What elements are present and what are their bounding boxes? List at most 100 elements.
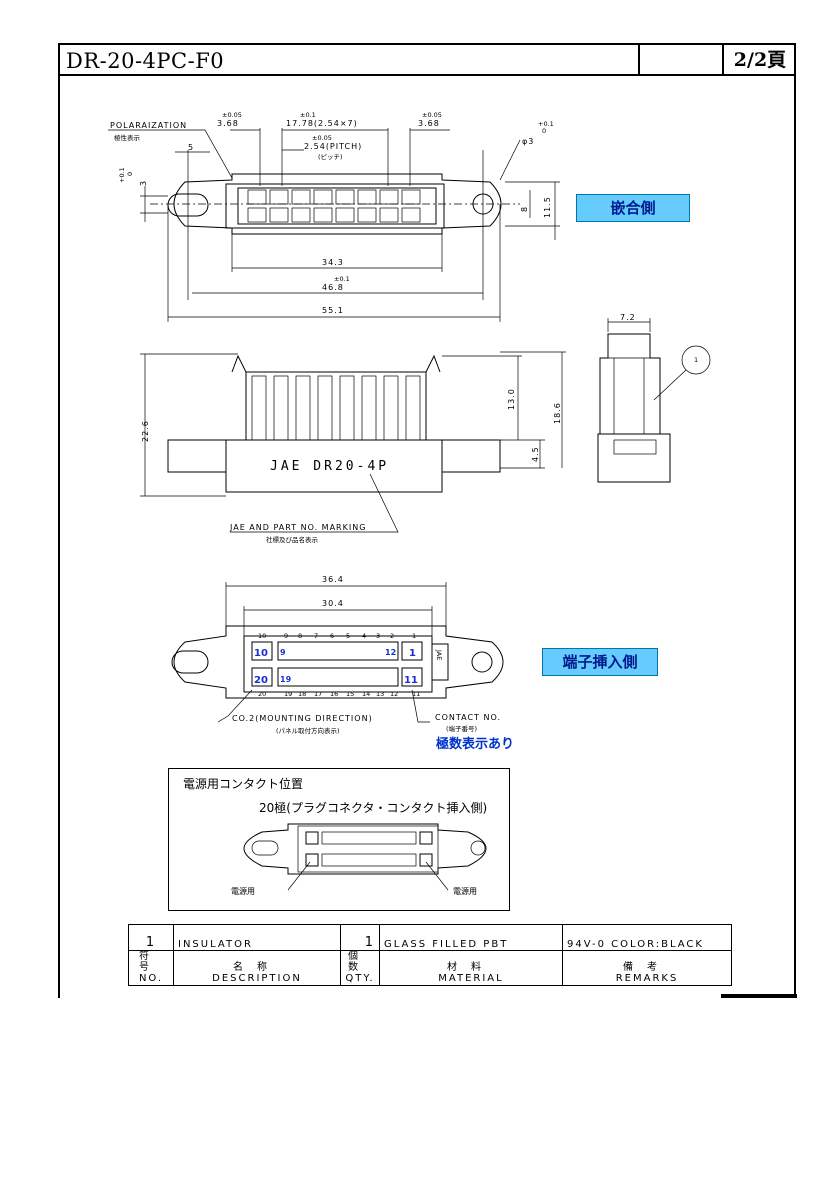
pin-1-label: 1 <box>409 648 416 659</box>
pin-number-label: 11 <box>412 690 420 698</box>
pin-number-label: 15 <box>346 690 354 698</box>
pin-number-label: 2 <box>390 632 394 640</box>
pin-number-label: 18 <box>298 690 306 698</box>
dim-551: 55.1 <box>322 306 344 315</box>
dim-115: 11.5 <box>543 196 552 218</box>
head-rem-jp: 備考 <box>623 962 671 973</box>
pin-number-label: 5 <box>346 632 350 640</box>
pin-20-label: 20 <box>254 675 268 686</box>
head-no-jp: 符号 <box>139 951 163 973</box>
pin-number-label: 19 <box>284 690 292 698</box>
dim-5: 5 <box>188 143 194 152</box>
inset-connector <box>243 823 487 891</box>
tol-plus: +0.1 <box>118 167 126 183</box>
dim-226: 22.6 <box>141 420 150 442</box>
bom-remarks: 94V-0 COLOR:BLACK <box>562 924 732 951</box>
bom-qty: 1 <box>340 924 380 951</box>
pin-number-label: 6 <box>330 632 334 640</box>
pin-number-label: 13 <box>376 690 384 698</box>
contact-no-jp: (端子番号) <box>446 724 477 733</box>
polarization-label: POLARAIZATION <box>110 121 187 130</box>
pin-19-label: 19 <box>280 675 292 684</box>
pin-9-label: 9 <box>280 648 286 657</box>
dim-72: 7.2 <box>620 313 636 322</box>
dim-368-right: 3.68 <box>418 119 440 128</box>
power-right-label: 電源用 <box>453 887 477 896</box>
page-number: 2/2頁 <box>722 45 796 74</box>
inset-subtitle: 20極(プラグコネクタ・コンタクト挿入側) <box>259 801 488 815</box>
jae-mark: JAE <box>435 649 443 660</box>
dim-186: 18.6 <box>553 402 562 424</box>
marking-note-jp: 社標及び品名表示 <box>266 535 319 544</box>
tol-zero: 0 <box>542 127 546 135</box>
callout-1: 1 <box>694 356 698 364</box>
head-mat-en: MATERIAL <box>438 973 504 984</box>
power-contact-inset: 電源用コンタクト位置 20極(プラグコネクタ・コンタクト挿入側) 電源用 電源用 <box>168 768 510 911</box>
pin-number-label: 16 <box>330 690 338 698</box>
pin-number-label: 20 <box>258 690 266 698</box>
dim-343: 34.3 <box>322 258 344 267</box>
pin-number-label: 10 <box>258 632 266 640</box>
dim-pitch-jp: (ピッチ) <box>318 153 343 161</box>
dim-364: 36.4 <box>322 575 344 584</box>
dim-368-left: 3.68 <box>217 119 239 128</box>
marking-note: JAE AND PART NO. MARKING <box>229 523 366 532</box>
pin-number-label: 1 <box>412 632 416 640</box>
power-left-label: 電源用 <box>231 887 255 896</box>
tol-label: ±0.1 <box>300 111 316 119</box>
top-view-contacts <box>247 189 421 223</box>
dim-130: 13.0 <box>507 388 516 410</box>
head-desc-en: DESCRIPTION <box>212 973 302 984</box>
tol-label: ±0.05 <box>222 111 242 119</box>
front-view-contacts <box>251 375 421 441</box>
part-marking: JAE DR20-4P <box>270 459 389 474</box>
front-view: JAE DR20-4P 22.6 13.0 4.5 18.6 JAE AND P… <box>140 313 711 544</box>
pin-number-label: 3 <box>376 632 380 640</box>
dim-8: 8 <box>520 206 529 212</box>
tol-label: ±0.05 <box>422 111 442 119</box>
bom-material: GLASS FILLED PBT <box>379 924 563 951</box>
pin-number-label: 14 <box>362 690 370 698</box>
head-qty-jp: 個数 <box>348 951 372 973</box>
pin-number-label: 12 <box>390 690 398 698</box>
bom-no: 1 <box>128 924 174 951</box>
top-view: POLARAIZATION 極性表示 ±0.05 3.68 ±0.1 17.78… <box>108 111 560 322</box>
dim-pitch: 2.54(PITCH) <box>304 142 362 151</box>
frame-bottom-bar <box>721 994 797 998</box>
dim-1778: 17.78(2.54×7) <box>286 119 358 128</box>
pin-11-label: 11 <box>404 675 418 686</box>
bom-description: INSULATOR <box>173 924 341 951</box>
mating-side-label: 嵌合側 <box>576 194 690 222</box>
tol-label: ±0.1 <box>334 275 350 283</box>
mounting-direction-note: CO.2(MOUNTING DIRECTION) <box>232 714 373 723</box>
head-mat-jp: 材料 <box>447 962 495 973</box>
terminal-insertion-side-label: 端子挿入側 <box>542 648 658 676</box>
dim-3: 3 <box>139 180 148 186</box>
tol-plus: +0.1 <box>538 120 554 128</box>
tol-label: ±0.05 <box>312 134 332 142</box>
title-block: DR-20-4PC-F0 2/2頁 <box>58 43 796 76</box>
pin-number-label: 8 <box>298 632 302 640</box>
head-qty-en: QTY. <box>345 973 375 984</box>
bill-of-materials: 1 INSULATOR 1 GLASS FILLED PBT 94V-0 COL… <box>128 924 732 986</box>
head-desc-jp: 名称 <box>233 962 281 973</box>
contact-no-note: CONTACT NO. <box>435 713 501 722</box>
pin-12-label: 12 <box>385 648 396 657</box>
mounting-direction-jp: (パネル取付方向表示) <box>276 726 340 735</box>
dim-phi3: φ3 <box>522 137 534 146</box>
dim-468: 46.8 <box>322 283 344 292</box>
tol-zero: 0 <box>126 172 134 176</box>
inset-title: 電源用コンタクト位置 <box>183 777 304 791</box>
pin-10-label: 10 <box>254 648 268 659</box>
pin-number-label: 4 <box>362 632 366 640</box>
part-number-title: DR-20-4PC-F0 <box>66 49 225 73</box>
dim-45: 4.5 <box>531 446 540 462</box>
pin-number-label: 9 <box>284 632 288 640</box>
head-rem-en: REMARKS <box>615 973 679 984</box>
title-blank-cell <box>638 45 724 74</box>
